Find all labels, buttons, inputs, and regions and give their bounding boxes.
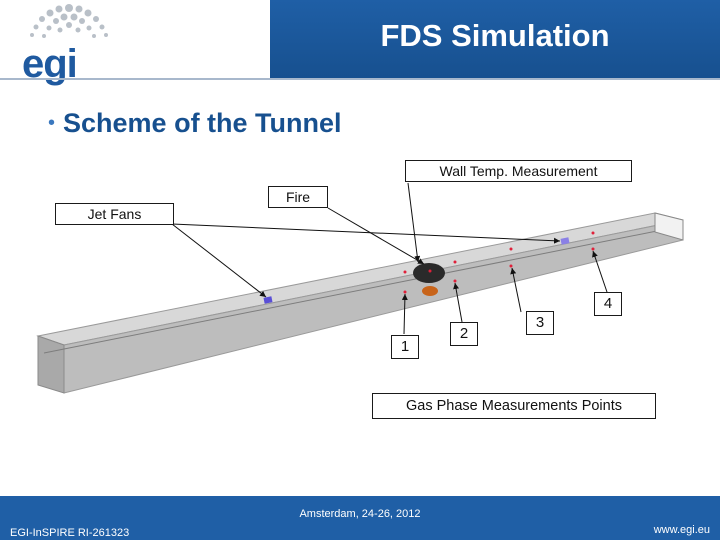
- arrow-point-2: [453, 282, 463, 323]
- point-3-label: 3: [526, 311, 554, 335]
- sensor-dot: [453, 260, 457, 264]
- jet-fan-icon: [560, 237, 570, 245]
- arrow-wall-temp: [407, 182, 421, 263]
- fire-source-icon: [422, 286, 438, 296]
- point-2-label: 2: [450, 322, 478, 346]
- tunnel-end-face: [37, 335, 65, 394]
- slide-title: FDS Simulation: [380, 18, 610, 53]
- tunnel-top-face: [36, 212, 684, 346]
- arrow-point-1: [401, 293, 408, 335]
- header-divider: [0, 78, 720, 80]
- slide-header: egi FDS Simulation: [0, 0, 720, 86]
- egi-logo: egi: [14, 0, 124, 86]
- sensor-points: [403, 231, 595, 294]
- fire-plume-icon: [413, 263, 445, 283]
- wall-temp-label: Wall Temp. Measurement: [405, 160, 632, 182]
- bullet-icon: •: [48, 112, 56, 134]
- footer-project: EGI-InSPIRE RI-261323: [10, 527, 130, 539]
- gas-phase-label: Gas Phase Measurements Points: [372, 393, 656, 419]
- sensor-dot: [509, 264, 513, 268]
- jet-fan-icon: [263, 296, 273, 304]
- header-bar: [270, 0, 720, 78]
- footer-event: Amsterdam, 24-26, 2012: [299, 508, 421, 520]
- tunnel-front-face: [63, 219, 684, 394]
- tunnel-ridge-line: [43, 227, 673, 354]
- arrow-point-4: [592, 250, 609, 296]
- sensor-dot: [403, 270, 407, 274]
- sensor-dot: [453, 279, 457, 283]
- arrow-jet-fan-left: [171, 223, 267, 298]
- slide-footer: [0, 496, 720, 540]
- footer-website[interactable]: www.egi.eu: [653, 524, 710, 536]
- logo-dots-icon: [30, 4, 108, 38]
- arrow-fire: [327, 207, 425, 265]
- bullet-item: • Scheme of the Tunnel: [48, 108, 342, 139]
- sensor-dot: [591, 247, 595, 251]
- fire-label: Fire: [268, 186, 328, 208]
- sensor-dot: [591, 231, 595, 235]
- section-heading: Scheme of the Tunnel: [63, 108, 342, 138]
- point-1-label: 1: [391, 335, 419, 359]
- sensor-dot: [509, 247, 513, 251]
- sensor-dot: [428, 269, 432, 273]
- jet-fans-label: Jet Fans: [55, 203, 174, 225]
- sensor-dot: [403, 290, 407, 294]
- tunnel-opening: [654, 212, 684, 241]
- arrow-point-3: [510, 267, 522, 313]
- point-4-label: 4: [594, 292, 622, 316]
- arrow-jet-fan-right: [171, 223, 561, 244]
